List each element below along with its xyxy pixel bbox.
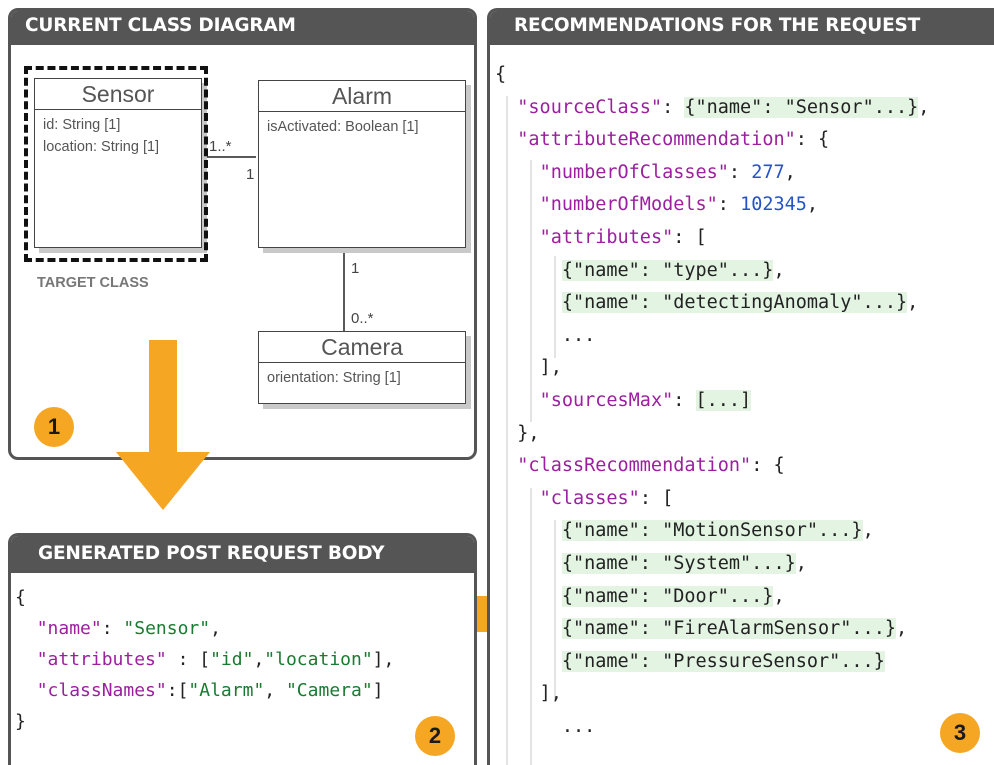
step-badge: 3 [940, 713, 980, 753]
class-attribute: orientation: String [1] [267, 370, 401, 386]
indent-guide [506, 96, 508, 765]
class-attribute: isActivated: Boolean [1] [267, 119, 419, 135]
generated-post-request-panel: GENERATED POST REQUEST BODY { "name": "S… [8, 533, 477, 765]
step-badge: 1 [34, 407, 74, 447]
alarm-class-box[interactable]: Alarm isActivated: Boolean [1] [258, 80, 466, 248]
current-class-diagram-panel: CURRENT CLASS DIAGRAM Sensor id: String … [8, 8, 477, 460]
indent-guide [554, 520, 556, 700]
target-class-label: TARGET CLASS [37, 275, 149, 291]
panel-title: GENERATED POST REQUEST BODY [11, 536, 474, 573]
class-name: Camera [259, 332, 465, 363]
class-attribute: location: String [1] [43, 139, 160, 155]
panel-title: CURRENT CLASS DIAGRAM [11, 11, 474, 45]
recommendations-panel: RECOMMENDATIONS FOR THE REQUEST { "sourc… [487, 8, 994, 765]
indent-guide [530, 488, 532, 765]
multiplicity-label: 1 [246, 166, 255, 183]
panel-title: RECOMMENDATIONS FOR THE REQUEST [490, 11, 994, 45]
down-arrow [116, 340, 210, 510]
class-attribute: id: String [1] [43, 117, 121, 133]
target-class-highlight [24, 66, 208, 262]
multiplicity-label: 1..* [209, 138, 232, 155]
recommendations-code: { "sourceClass": {"name": "Sensor"...}, … [495, 64, 930, 737]
indent-guide [554, 256, 556, 358]
sensor-class-box[interactable]: Sensor id: String [1] location: String [… [34, 78, 202, 248]
request-body-code: { "name": "Sensor", "attributes" : ["id"… [15, 587, 395, 732]
association-lines [206, 156, 345, 331]
multiplicity-label: 0..* [351, 310, 374, 327]
class-name: Sensor [35, 79, 201, 110]
camera-class-box[interactable]: Camera orientation: String [1] [258, 331, 466, 404]
class-name: Alarm [259, 81, 465, 112]
step-badge: 2 [415, 716, 455, 756]
multiplicity-label: 1 [351, 260, 360, 277]
indent-guide [530, 160, 532, 422]
